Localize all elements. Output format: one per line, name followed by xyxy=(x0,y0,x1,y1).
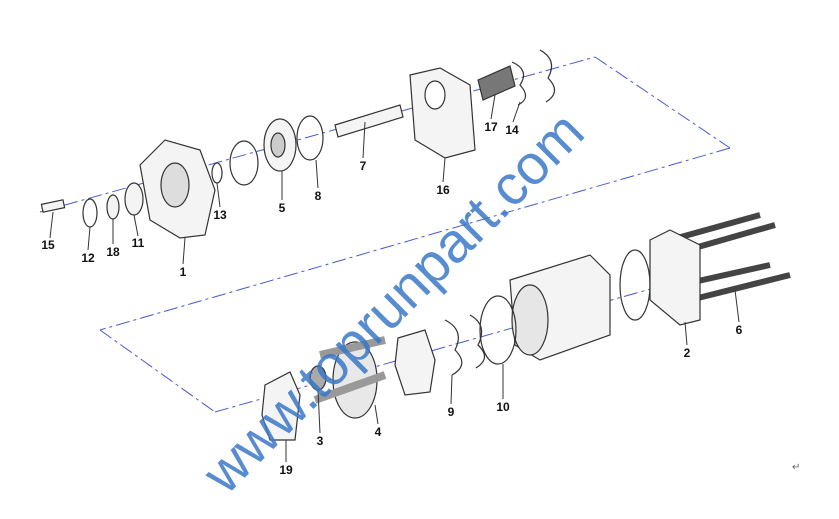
part-7-shaft xyxy=(334,104,404,138)
label-9: 9 xyxy=(447,405,455,419)
part-14-seal xyxy=(511,61,527,106)
part-13-circlip xyxy=(211,162,223,184)
part-12-circlip xyxy=(82,198,98,228)
label-7: 7 xyxy=(359,159,367,173)
part-18-washer xyxy=(106,194,120,220)
label-17: 17 xyxy=(484,120,498,134)
label-1: 1 xyxy=(179,265,187,279)
part-16-flange xyxy=(409,67,476,159)
label-16: 16 xyxy=(436,183,450,197)
part-plate xyxy=(394,329,436,396)
part-11-seal xyxy=(124,182,144,216)
part-8-o-ring xyxy=(296,115,324,161)
label-13: 13 xyxy=(213,208,227,222)
label-14: 14 xyxy=(505,123,519,137)
label-5: 5 xyxy=(278,201,286,215)
label-4: 4 xyxy=(374,425,382,439)
part-15-key xyxy=(40,199,66,213)
label-18: 18 xyxy=(106,245,120,259)
leader-lines xyxy=(49,94,740,462)
part-2-rear-cover xyxy=(649,229,701,326)
part-19-bushing xyxy=(261,371,301,441)
label-15: 15 xyxy=(41,238,55,252)
label-11: 11 xyxy=(131,236,145,250)
label-10: 10 xyxy=(496,400,510,414)
label-8: 8 xyxy=(314,189,322,203)
label-3: 3 xyxy=(316,434,324,448)
part-o-ring-rear xyxy=(619,249,651,321)
part-17-spline-sleeve xyxy=(477,65,516,101)
label-2: 2 xyxy=(683,346,691,360)
part-9-seal xyxy=(444,319,463,376)
part-10-seal-ring xyxy=(479,295,517,365)
part-6-bolts xyxy=(669,212,791,303)
label-19: 19 xyxy=(279,463,293,477)
label-6: 6 xyxy=(735,323,743,337)
label-12: 12 xyxy=(81,251,95,265)
part-o-ring xyxy=(229,140,259,186)
return-mark: ↵ xyxy=(792,462,801,473)
